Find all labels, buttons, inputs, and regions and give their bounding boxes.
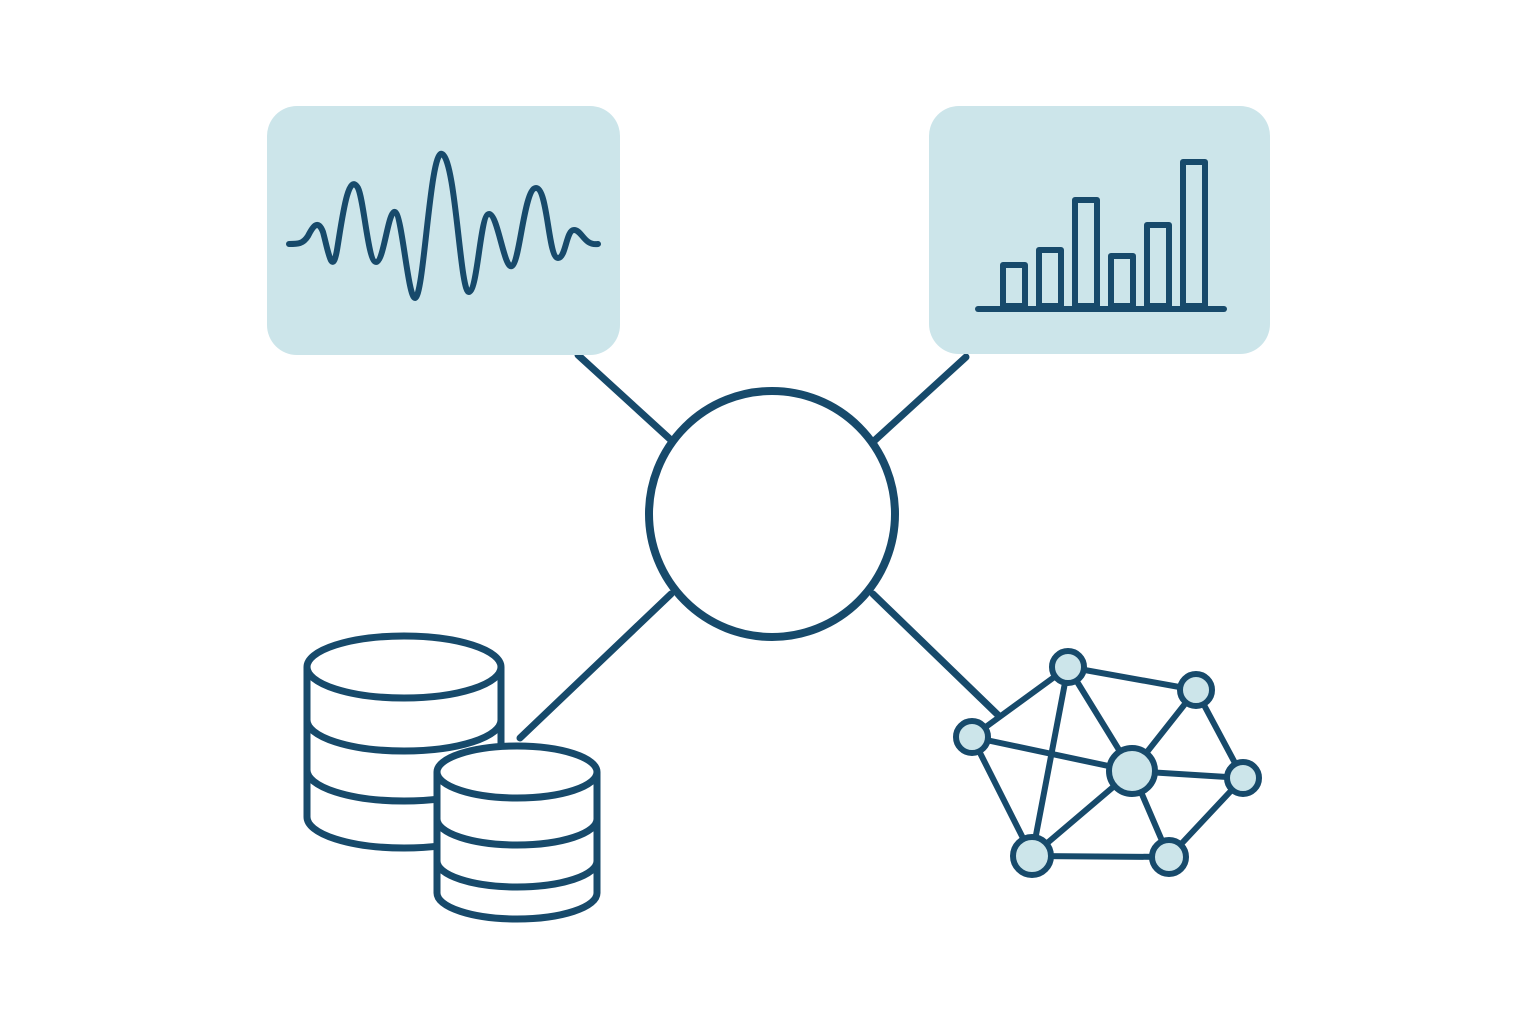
network-vertex bbox=[1177, 671, 1215, 709]
network-vertex bbox=[1149, 837, 1189, 877]
connector-signal bbox=[574, 351, 675, 444]
signal-node bbox=[267, 106, 620, 355]
waveform-icon bbox=[286, 150, 601, 301]
connector-analytics bbox=[870, 353, 970, 445]
network-vertices bbox=[953, 648, 1262, 878]
connectors bbox=[516, 351, 1002, 742]
bar-chart-icon bbox=[975, 159, 1227, 312]
connector-network bbox=[869, 590, 1002, 719]
network-node bbox=[953, 648, 1262, 878]
analytics-node bbox=[929, 106, 1270, 354]
central-hub-circle bbox=[645, 387, 899, 641]
network-vertex bbox=[1224, 759, 1262, 797]
storage-node bbox=[303, 632, 601, 923]
network-vertex bbox=[1010, 834, 1054, 878]
database-front-cylinder bbox=[433, 742, 601, 923]
signal-panel bbox=[267, 106, 620, 355]
database-icon bbox=[303, 632, 601, 923]
network-vertex bbox=[1106, 745, 1158, 797]
network-vertex bbox=[953, 718, 991, 756]
connector-storage bbox=[516, 590, 675, 742]
network-graph-icon bbox=[953, 648, 1262, 878]
network-vertex bbox=[1049, 648, 1087, 686]
